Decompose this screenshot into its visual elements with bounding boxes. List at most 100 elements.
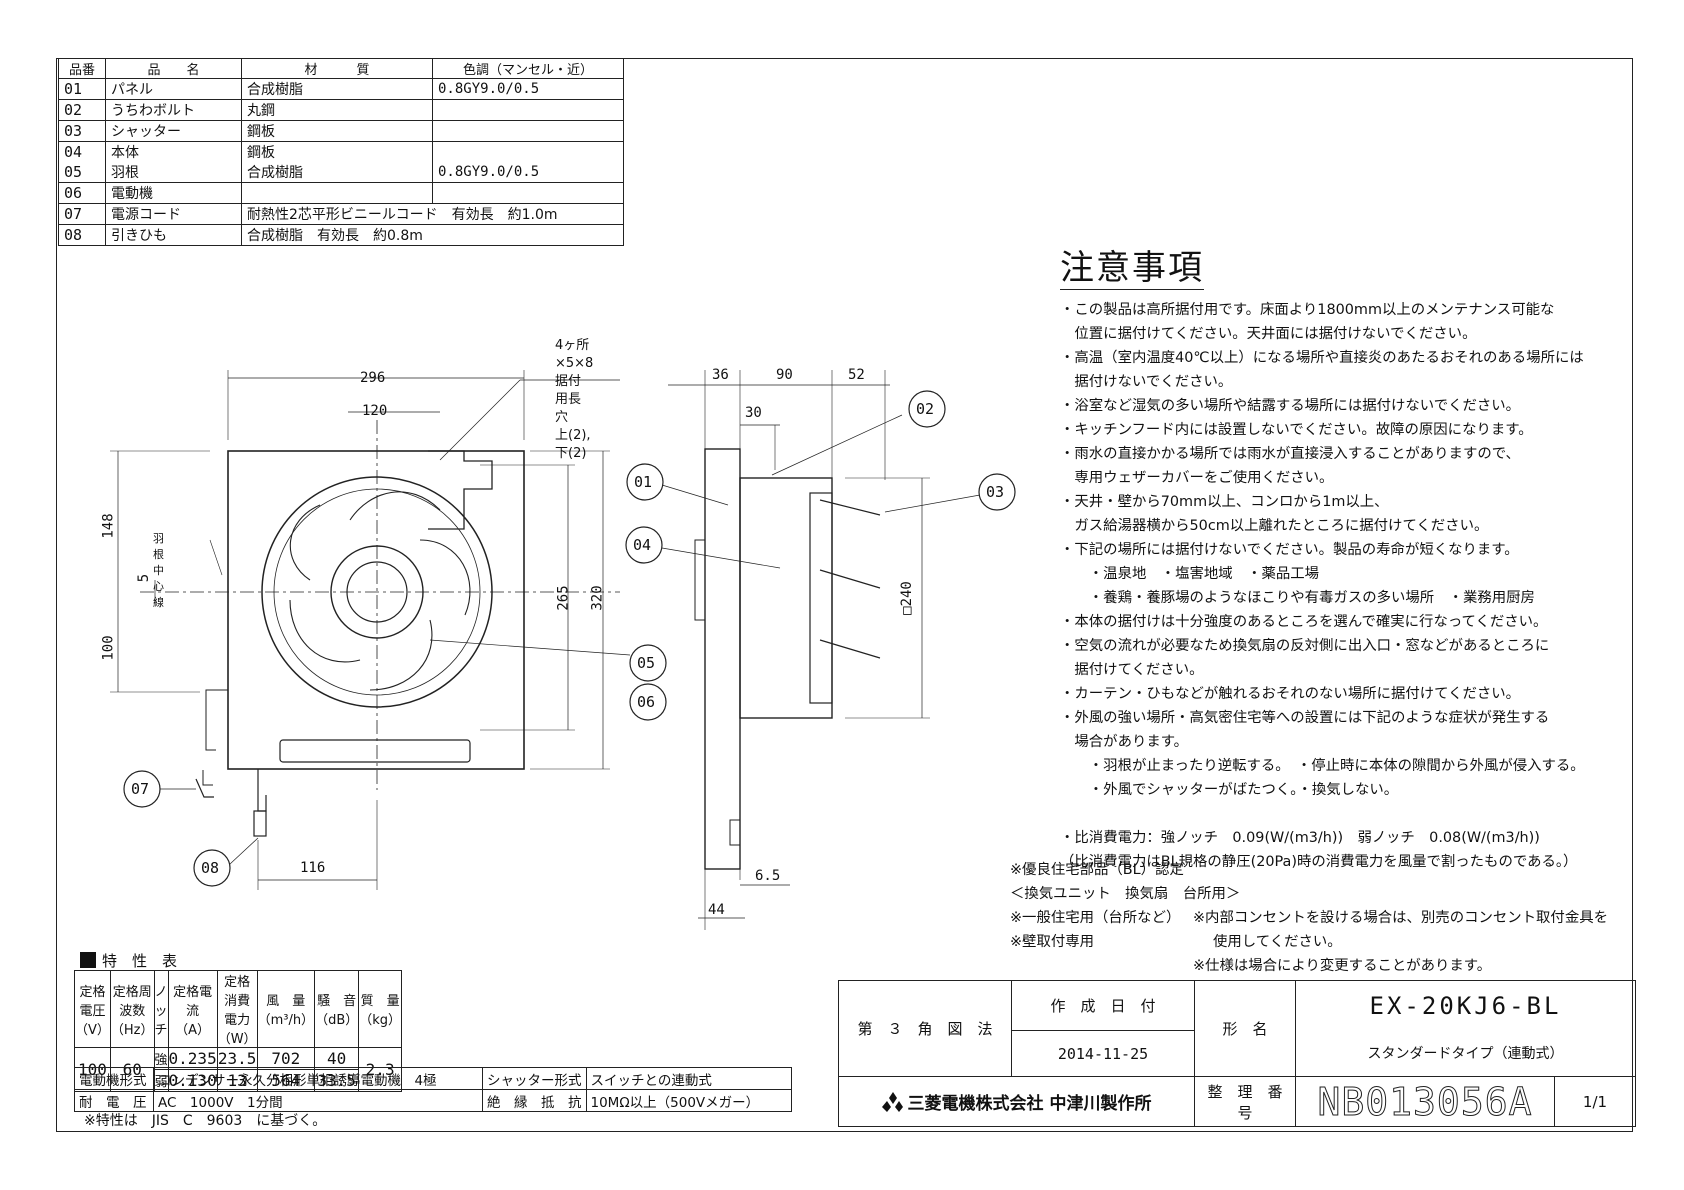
part-material: 鋼板 xyxy=(241,120,433,142)
airflow-value: 702 xyxy=(256,1047,316,1070)
note-line: ・カーテン・ひもなどが触れるおそれのない場所に据付けてください。 xyxy=(1060,686,1521,702)
square-icon xyxy=(80,952,96,968)
hdr-notch: ノッチ xyxy=(153,970,169,1048)
mount-hole-note: 4ヶ所×5×8 据付用長穴 上(2),下(2) xyxy=(555,337,593,463)
insulation-value: 10MΩ以上（500Vメガー） xyxy=(585,1089,792,1112)
misc-row: ※仕様は場合により変更することがあります。 xyxy=(1010,954,1491,978)
note-line: ガス給湯器横から50cm以上離れたところに据付けてください。 xyxy=(1060,518,1489,534)
note-line: ・この製品は高所据付用です。床面より1800mm以上のメンテナンス可能な xyxy=(1060,302,1555,318)
note-line: 据付けないでください。 xyxy=(1060,374,1233,390)
balloon-06: 06 xyxy=(637,693,656,711)
balloon-04: 04 xyxy=(633,536,652,554)
company-cell: 三菱電機株式会社 中津川製作所 xyxy=(838,1076,1195,1127)
dim-148: 148 xyxy=(100,513,117,539)
balloon-08: 08 xyxy=(201,859,220,877)
part-name: うちわボルト xyxy=(105,99,242,121)
parts-table-header: 品番 品 名 材 質 色調（マンセル・近） xyxy=(58,58,624,79)
hole-note-line: 上(2),下(2) xyxy=(555,428,591,461)
model-number: EX-20KJ6-BL xyxy=(1295,980,1636,1031)
part-no: 08 xyxy=(58,224,106,246)
company-name: 三菱電機株式会社 中津川製作所 xyxy=(907,1094,1152,1114)
hole-note-line: 据付用長穴 xyxy=(555,374,582,425)
model-label: 形 名 xyxy=(1194,980,1296,1077)
creation-date: 2014-11-25 xyxy=(1011,1030,1195,1077)
balloon-01: 01 xyxy=(634,473,653,491)
dim-52: 52 xyxy=(848,367,865,383)
company-logo: 三菱電機株式会社 中津川製作所 xyxy=(839,1089,1194,1114)
dim-320: 320 xyxy=(589,585,606,611)
part-name: 引きひも xyxy=(105,224,242,246)
dim-44: 44 xyxy=(708,902,725,918)
note-line: ・空気の流れが必要なため換気扇の反対側に出入口・窓などがあるところに xyxy=(1060,638,1550,654)
note-line xyxy=(1060,802,1580,826)
withstand-label: 耐 電 圧 xyxy=(74,1089,154,1112)
part-balloons xyxy=(123,390,1016,887)
note-line: ・温泉地 ・塩害地域 ・薬品工場 xyxy=(1060,566,1320,582)
insulation-label: 絶 縁 抵 抗 xyxy=(482,1089,587,1112)
part-name: 本体 xyxy=(105,141,242,162)
spec-title: 特 性 表 xyxy=(80,950,177,971)
part-material: 丸鋼 xyxy=(241,99,433,121)
dim-296: 296 xyxy=(360,370,386,386)
misc-row: ※壁取付専用使用してください。 xyxy=(1010,930,1342,954)
balloon-07: 07 xyxy=(131,780,150,798)
part-no: 01 xyxy=(58,78,106,100)
spec-change-note: ※仕様は場合により変更することがあります。 xyxy=(1193,958,1492,974)
hdr-power: 定格消費電力（W） xyxy=(216,970,258,1048)
note-line: （比消費電力はBL規格の静圧(20Pa)時の消費電力を風量で割ったものである。） xyxy=(1060,854,1578,870)
dim-240: □240 xyxy=(898,581,915,615)
hdr-frequency: 定格周波数（Hz） xyxy=(109,970,155,1048)
spec-title-text: 特 性 表 xyxy=(102,952,178,970)
model-subtitle: スタンダードタイプ（連動式） xyxy=(1295,1030,1636,1077)
note-line: ・キッチンフード内には設置しないでください。故障の原因になります。 xyxy=(1060,422,1533,438)
caution-notes: 注意事項 ・この製品は高所据付用です。床面より1800mm以上のメンテナンス可能… xyxy=(1060,240,1585,874)
motor-value: コンデンサー永久分相形単相誘導電動機 4極 xyxy=(153,1067,483,1090)
note-line: 場合があります。 xyxy=(1060,734,1189,750)
blade-center-label: 羽根中心線 xyxy=(153,532,164,609)
misc-row: ※一般住宅用（台所など）※内部コンセントを設ける場合は、別売のコンセント取付金具… xyxy=(1010,906,1608,930)
usage-note: ※一般住宅用（台所など） xyxy=(1010,910,1181,926)
part-name: パネル xyxy=(105,78,242,100)
hdr-airflow: 風 量（m³/h） xyxy=(256,970,316,1048)
note-line: ・羽根が止まったり逆転する。 ・停止時に本体の隙間から外風が侵入する。 xyxy=(1060,758,1585,774)
dim-36: 36 xyxy=(712,367,729,383)
withstand-value: AC 1000V 1分間 xyxy=(153,1089,483,1112)
part-no: 07 xyxy=(58,203,106,225)
part-name: 電動機 xyxy=(105,182,242,204)
notes-title: 注意事項 xyxy=(1060,240,1204,290)
note-line: 位置に据付けてください。天井面には据付けないでください。 xyxy=(1060,326,1477,342)
unit-type-note: ＜換気ユニット 換気扇 台所用＞ xyxy=(1010,886,1241,902)
notch-value: 強 xyxy=(153,1047,169,1070)
balloon-03: 03 xyxy=(986,483,1005,501)
number-label: 整 理 番 号 xyxy=(1194,1076,1298,1127)
table-row: 電動機形式 コンデンサー永久分相形単相誘導電動機 4極 シャッター形式 スイッチ… xyxy=(74,1067,792,1090)
hdr-voltage: 定格電圧（V） xyxy=(74,970,111,1048)
note-line: ・比消費電力：強ノッチ 0.09(W/(m3/h)) 弱ノッチ 0.08(W/(… xyxy=(1060,830,1540,846)
part-material: 鋼板 xyxy=(241,141,433,162)
balloon-02: 02 xyxy=(916,400,935,418)
hdr-noise: 騒 音（dB） xyxy=(314,970,360,1048)
note-line: 専用ウェザーカバーをご使用ください。 xyxy=(1060,470,1334,486)
balloon-05: 05 xyxy=(637,654,656,672)
part-color xyxy=(432,141,624,162)
dim-90: 90 xyxy=(776,367,793,383)
dim-100: 100 xyxy=(100,635,117,661)
part-color xyxy=(432,120,624,142)
drawing-frame xyxy=(56,58,1633,1132)
spec-bottom-table: 電動機形式 コンデンサー永久分相形単相誘導電動機 4極 シャッター形式 スイッチ… xyxy=(74,1067,792,1112)
side-view xyxy=(668,370,981,930)
part-name: シャッター xyxy=(105,120,242,142)
note-line: 据付けてください。 xyxy=(1060,662,1204,678)
note-line: ・浴室など湿気の多い場所や結露する場所には据付けないでください。 xyxy=(1060,398,1521,414)
dim-5: 5 xyxy=(136,573,153,583)
hdr-current: 定格電流（A） xyxy=(167,970,218,1048)
header-name: 品 名 xyxy=(105,58,242,79)
misc-notes: ※優良住宅部品（BL）認定 ＜換気ユニット 換気扇 台所用＞ ※一般住宅用（台所… xyxy=(1010,858,1608,978)
hdr-mass: 質 量（kg） xyxy=(358,970,403,1048)
